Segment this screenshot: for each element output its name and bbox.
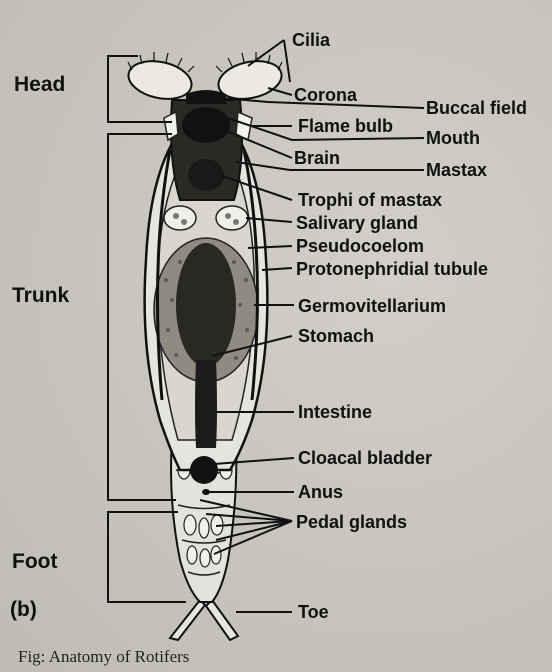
label-stomach: Stomach xyxy=(298,326,374,346)
label-salivary-gland: Salivary gland xyxy=(296,213,418,233)
label-intestine: Intestine xyxy=(298,402,372,422)
label-pedal-glands: Pedal glands xyxy=(296,512,407,532)
corona-left-lobe xyxy=(127,60,193,100)
label-brain: Brain xyxy=(294,148,340,168)
intestine-shape xyxy=(195,360,217,448)
mastax-leader xyxy=(235,161,424,171)
pedal-gland-cells xyxy=(177,460,233,568)
figure-caption: Fig: Anatomy of Rotifers xyxy=(18,647,189,666)
protonephridial-tubule-right xyxy=(242,149,259,401)
cilia-leader xyxy=(247,39,285,67)
buccal-field-shape xyxy=(186,90,226,104)
brain-leader xyxy=(223,129,293,159)
corona-right-lobe xyxy=(217,60,283,100)
label-mouth: Mouth xyxy=(426,128,480,148)
leader-lines xyxy=(199,39,425,613)
label-pseudocoelom: Pseudocoelom xyxy=(296,236,424,256)
label-trophi-of-mastax: Trophi of mastax xyxy=(298,190,442,210)
panel-label: (b) xyxy=(10,598,37,621)
pedal-glands-leaders xyxy=(199,499,293,555)
trophi-leader xyxy=(221,175,293,201)
cloacal-bladder-shape xyxy=(190,456,218,484)
trunk-bracket xyxy=(107,133,176,501)
anus-shape xyxy=(202,489,210,495)
stomach-leader xyxy=(211,335,293,357)
label-mastax: Mastax xyxy=(426,160,487,180)
label-germovitellarium: Germovitellarium xyxy=(298,296,446,316)
head-bracket xyxy=(107,55,172,123)
toe-shape xyxy=(168,598,207,642)
section-label-foot: Foot xyxy=(12,550,57,573)
label-protonephridial-tubule: Protonephridial tubule xyxy=(296,259,488,279)
label-cloacal-bladder: Cloacal bladder xyxy=(298,448,432,468)
section-brackets xyxy=(107,55,186,603)
protonephridial-tubule-left xyxy=(156,149,172,401)
buccal-leader xyxy=(221,97,425,109)
salivary-gland-left xyxy=(163,205,197,231)
label-buccal-field: Buccal field xyxy=(426,98,527,118)
foot-bracket xyxy=(107,511,186,603)
protonephridial-leader xyxy=(261,267,293,271)
stomach-shape xyxy=(176,243,236,367)
corona-leader xyxy=(267,87,293,96)
brain-shape xyxy=(182,107,230,143)
rotifer-body xyxy=(127,52,283,642)
mouth-leader xyxy=(215,113,425,142)
label-cilia: Cilia xyxy=(292,30,331,50)
label-corona: Corona xyxy=(294,85,358,105)
pseudocoelom-leader xyxy=(247,245,293,249)
section-label-head: Head xyxy=(14,73,65,96)
trophi-shape xyxy=(188,159,224,191)
salivary-gland-right xyxy=(215,205,249,231)
label-flame-bulb: Flame bulb xyxy=(298,116,393,136)
cloacal-leader xyxy=(213,457,295,465)
germovitellarium-speckles xyxy=(164,260,249,360)
label-anus: Anus xyxy=(298,482,343,502)
salivary-leader xyxy=(245,217,293,223)
label-toe: Toe xyxy=(298,602,329,622)
section-label-trunk: Trunk xyxy=(12,284,69,307)
